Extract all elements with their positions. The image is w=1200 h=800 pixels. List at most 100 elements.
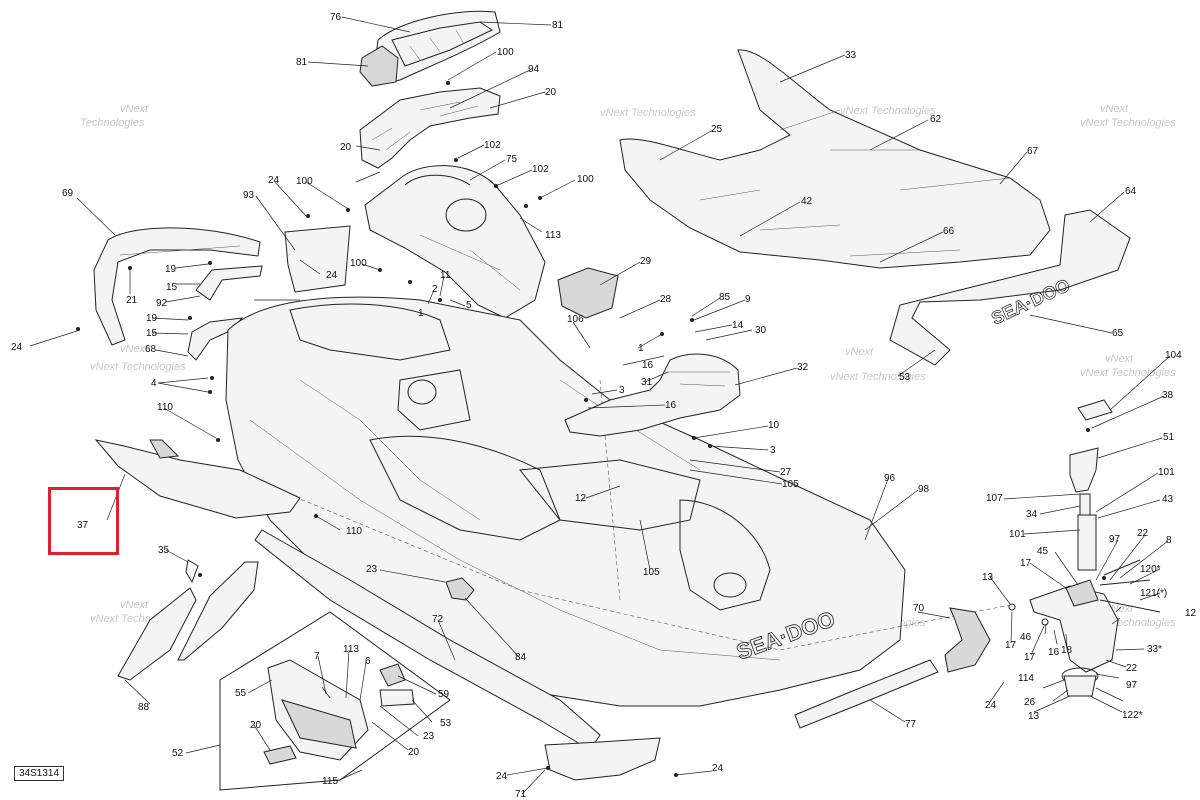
callout-52: 52	[172, 748, 184, 759]
watermark-text: vNext Technologies	[830, 371, 926, 383]
callout-67: 67	[1027, 146, 1039, 157]
callout-113: 113	[545, 230, 561, 241]
callout-105: 105	[782, 479, 799, 490]
watermark-text: vNext Technologies	[1080, 367, 1176, 379]
callout-69: 69	[62, 188, 74, 199]
callout-100: 100	[497, 47, 514, 58]
callout-122-star: 122*	[1122, 710, 1143, 721]
callout-113: 113	[343, 644, 359, 655]
callout-102: 102	[532, 164, 549, 175]
watermark-text: vNext	[845, 346, 874, 358]
callout-19: 19	[146, 313, 158, 324]
callout-38: 38	[1162, 390, 1174, 401]
callout-35: 35	[158, 545, 170, 556]
callout-110: 110	[157, 402, 173, 413]
callout-101: 101	[1158, 467, 1175, 478]
callout-22: 22	[1126, 663, 1138, 674]
callout-33: 33	[845, 50, 857, 61]
callout-101: 101	[1009, 529, 1026, 540]
callout-107: 107	[986, 493, 1003, 504]
callout-15: 15	[166, 282, 178, 293]
callout-16: 16	[642, 360, 654, 371]
dashboard-cover-part	[359, 10, 501, 87]
callout-7: 7	[314, 651, 320, 662]
callout-highlight-box	[48, 487, 119, 555]
callout-26: 26	[1024, 697, 1036, 708]
callout-53: 53	[899, 372, 911, 383]
seat-part	[564, 353, 741, 437]
side-skirt-part	[94, 439, 991, 751]
callout-14: 14	[732, 320, 744, 331]
callout-24: 24	[712, 763, 724, 774]
callout-3: 3	[619, 385, 625, 396]
callout-68: 68	[145, 344, 157, 355]
callout-66: 66	[943, 226, 955, 237]
callout-23: 23	[423, 731, 435, 742]
hull-body: SEA·DOO	[225, 296, 1011, 707]
callout-64: 64	[1125, 186, 1137, 197]
callout-30: 30	[755, 325, 767, 336]
callout-24: 24	[11, 342, 23, 353]
callout-43: 43	[1162, 494, 1174, 505]
callout-13: 13	[1028, 711, 1040, 722]
callout-4: 4	[151, 378, 157, 389]
callout-13: 13	[982, 572, 994, 583]
latch-part	[445, 577, 475, 601]
callout-24: 24	[985, 700, 997, 711]
callout-85: 85	[719, 292, 731, 303]
callout-42: 42	[801, 196, 813, 207]
callout-120-star: 120*	[1140, 564, 1161, 575]
panel-68-part	[187, 317, 244, 361]
callout-71: 71	[515, 789, 527, 800]
side-panel-left-part	[93, 227, 261, 346]
callout-102: 102	[484, 140, 501, 151]
callout-33-star: 33*	[1147, 644, 1162, 655]
callout-92: 92	[156, 298, 168, 309]
callout-121: 121(*)	[1140, 588, 1167, 599]
callout-19: 19	[165, 264, 177, 275]
callout-31: 31	[641, 377, 653, 388]
callout-15: 15	[146, 328, 158, 339]
callout-23: 23	[366, 564, 378, 575]
callout-1: 1	[638, 343, 644, 354]
callout-34: 34	[1026, 509, 1038, 520]
callout-53: 53	[440, 718, 452, 729]
callout-77: 77	[905, 719, 917, 730]
parts-artwork: SEA·DOO SEA·DOO	[76, 10, 1161, 791]
callout-59: 59	[438, 689, 450, 700]
callout-29: 29	[640, 256, 652, 267]
callout-20: 20	[250, 720, 262, 731]
watermark-text: vNext	[120, 103, 149, 115]
callout-28: 28	[660, 294, 672, 305]
callout-20: 20	[340, 142, 352, 153]
callout-20: 20	[545, 87, 557, 98]
callout-84: 84	[515, 652, 527, 663]
glovebox-part	[284, 225, 351, 293]
callout-115: 115	[322, 776, 338, 787]
callout-76: 76	[330, 12, 342, 23]
callout-46: 46	[1020, 632, 1032, 643]
watermark-text: vNext Technologies	[1080, 117, 1176, 129]
callout-51: 51	[1163, 432, 1175, 443]
watermark-text: vNext	[120, 599, 149, 611]
callout-18: 18	[1061, 645, 1073, 656]
callout-62: 62	[930, 114, 942, 125]
callout-25: 25	[711, 124, 723, 135]
callout-98: 98	[918, 484, 930, 495]
callout-93: 93	[243, 190, 255, 201]
callout-27: 27	[780, 467, 792, 478]
callout-65: 65	[1112, 328, 1124, 339]
watermark-text: vNext Technologies	[600, 107, 696, 119]
callout-75: 75	[506, 154, 518, 165]
bracket-part	[359, 87, 501, 169]
callout-16: 16	[665, 400, 677, 411]
detail-box	[219, 611, 451, 791]
callout-32: 32	[797, 362, 809, 373]
callout-17: 17	[1020, 558, 1032, 569]
callout-labels: 76 81 81 100 94 20 20 102 75 102 100 113…	[11, 12, 1197, 800]
callout-55: 55	[235, 688, 247, 699]
callout-10: 10	[768, 420, 780, 431]
callout-2: 2	[432, 284, 438, 295]
callout-20: 20	[408, 747, 420, 758]
